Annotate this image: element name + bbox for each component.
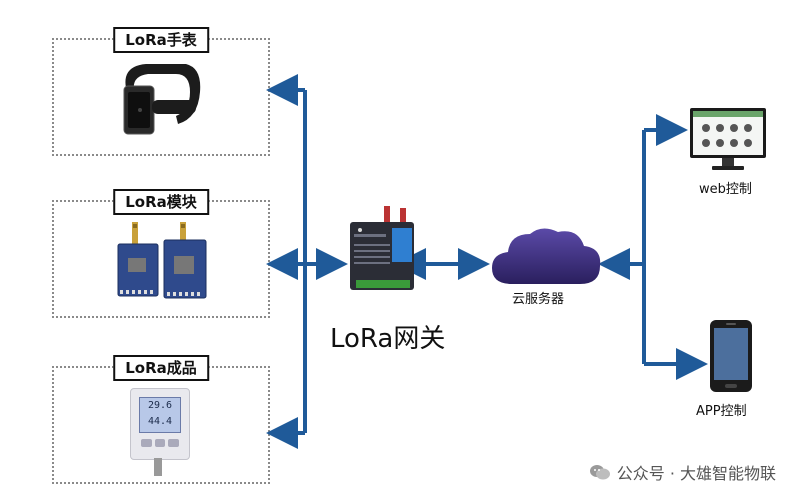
product-label: LoRa成品 [113, 355, 209, 381]
cloud-label: 云服务器 [512, 292, 565, 307]
phone-icon [710, 320, 752, 392]
watch-device-box: LoRa手表 [52, 27, 270, 156]
sensor-display: 29.6 44.4 [139, 397, 181, 433]
sensor-reading-top: 29.6 [147, 400, 173, 411]
web-label: web控制 [699, 182, 752, 197]
lora-sensor-image: 29.6 44.4 [130, 388, 190, 460]
lora-module-image [117, 222, 207, 299]
watermark: 公众号 · 大雄智能物联 [589, 460, 776, 484]
module-label: LoRa模块 [113, 189, 209, 215]
watch-label: LoRa手表 [113, 27, 209, 53]
gateway-label: LoRa网关 [330, 324, 446, 354]
app-label: APP控制 [696, 404, 747, 419]
cloud-icon [492, 228, 601, 284]
sensor-probe [154, 458, 162, 476]
wechat-icon [589, 465, 610, 480]
product-device-box: LoRa成品 29.6 44.4 [52, 355, 270, 484]
watermark-text: 公众号 · 大雄智能物联 [616, 464, 776, 483]
sensor-reading-bottom: 44.4 [147, 416, 173, 427]
sensor-buttons [141, 439, 180, 447]
module-device-box: LoRa模块 [52, 189, 270, 318]
web-monitor-icon [690, 108, 766, 170]
lora-gateway-image [350, 206, 414, 290]
lora-watch-image [123, 64, 201, 135]
